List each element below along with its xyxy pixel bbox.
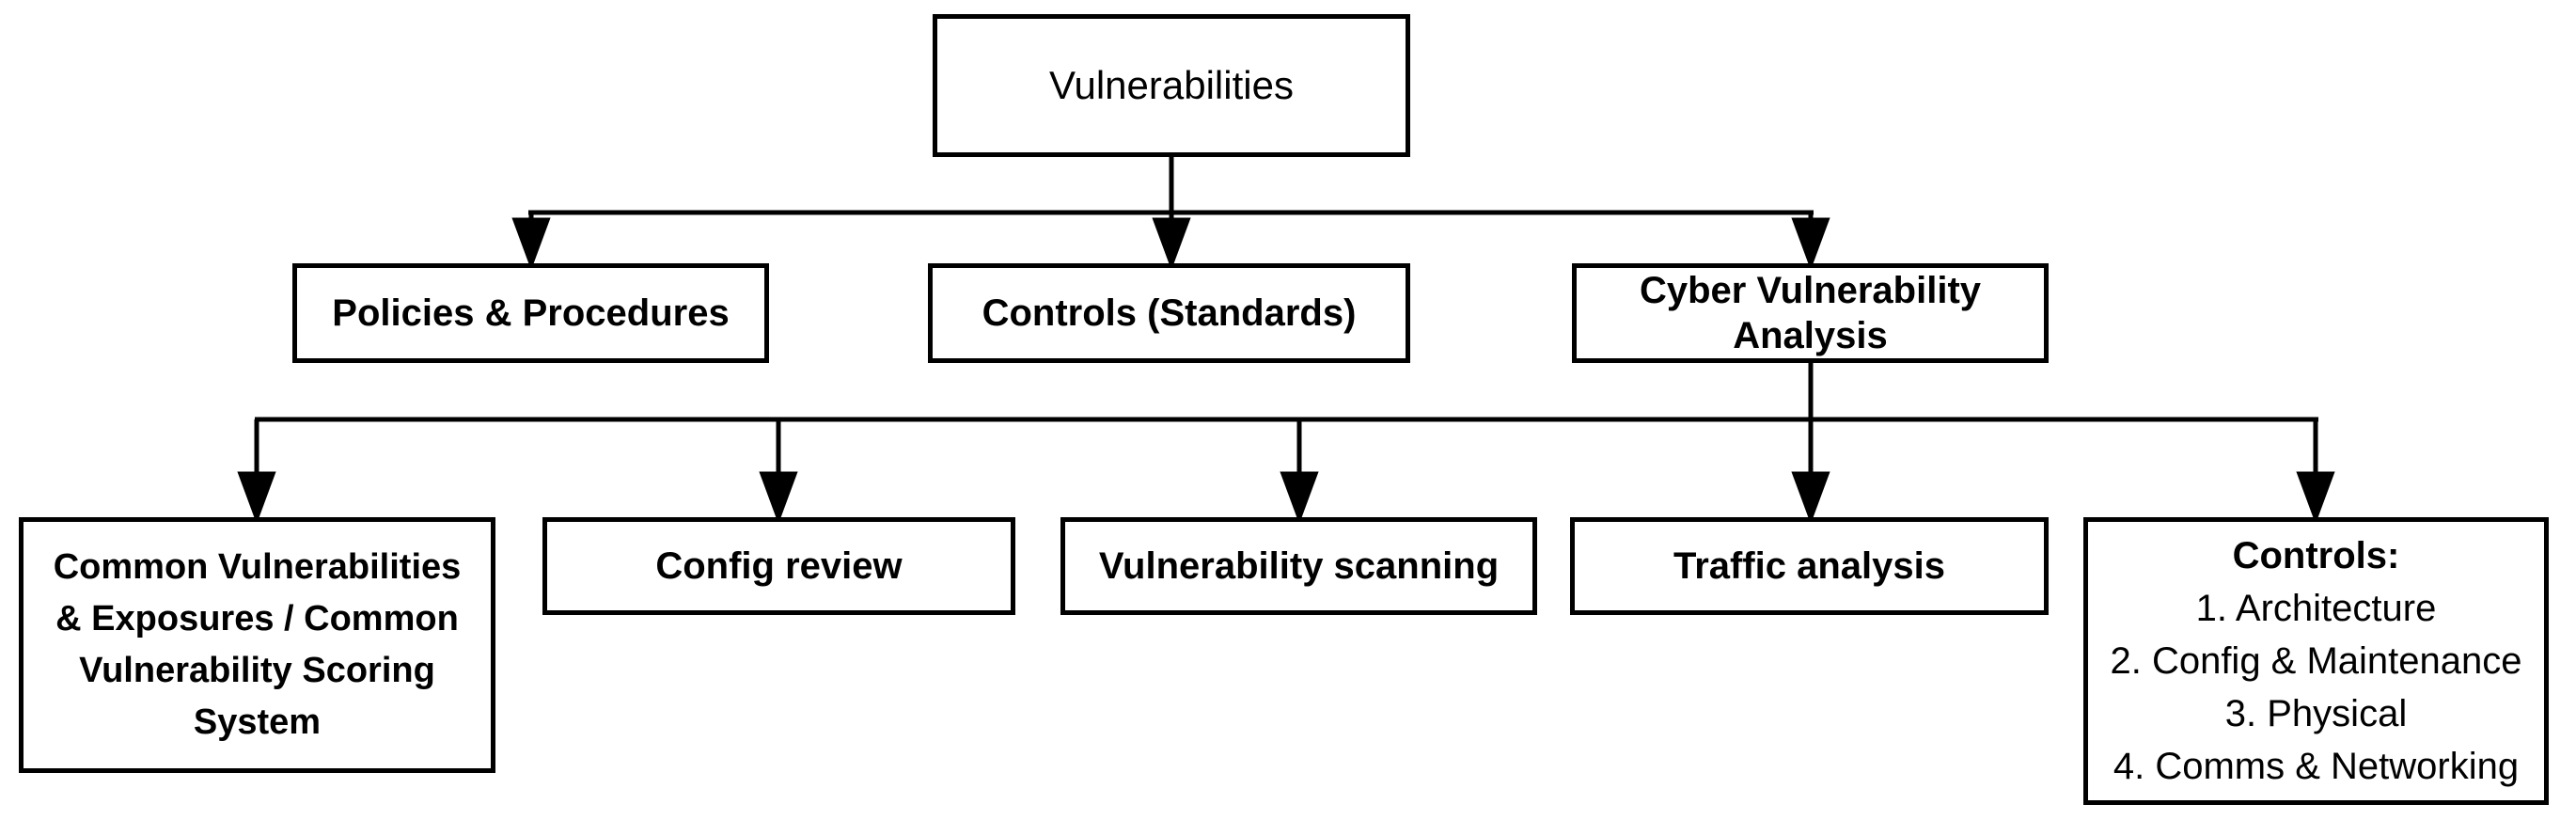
node-controls-standards-label: Controls (Standards) [982, 292, 1357, 334]
node-config-review-label: Config review [655, 545, 903, 587]
arrowhead-traffic [1791, 471, 1830, 525]
node-controls-list-title: Controls: [2232, 535, 2400, 576]
arrowhead-cve [237, 471, 276, 525]
node-policies-procedures: Policies & Procedures [292, 263, 769, 363]
arrowhead-policies [511, 217, 551, 271]
node-traffic-analysis: Traffic analysis [1570, 517, 2049, 615]
controls-item-comms-networking: 4. Comms & Networking [2113, 746, 2520, 787]
arrowhead-controls [2296, 471, 2335, 525]
controls-item-config-maintenance: 2. Config & Maintenance [2110, 640, 2522, 682]
controls-item-physical: 3. Physical [2224, 693, 2408, 734]
arrowhead-scanning [1280, 471, 1319, 525]
node-controls-standards: Controls (Standards) [928, 263, 1410, 363]
arrowhead-config [759, 471, 798, 525]
node-policies-procedures-label: Policies & Procedures [332, 292, 730, 334]
node-vulnerability-scanning: Vulnerability scanning [1060, 517, 1537, 615]
node-vulnerabilities-label: Vulnerabilities [1049, 62, 1294, 107]
arrowhead-cyber [1791, 217, 1830, 271]
node-cyber-vulnerability-analysis-label: Cyber Vulnerability Analysis [1639, 270, 1982, 356]
arrowhead-standards [1152, 217, 1191, 271]
node-vulnerabilities: Vulnerabilities [933, 14, 1410, 157]
node-vulnerability-scanning-label: Vulnerability scanning [1098, 545, 1500, 587]
node-config-review: Config review [542, 517, 1015, 615]
node-cyber-vulnerability-analysis: Cyber Vulnerability Analysis [1572, 263, 2049, 363]
node-cve-cvss-label: Common Vulnerabilities & Exposures / Com… [53, 546, 462, 743]
controls-item-architecture: 1. Architecture [2195, 588, 2437, 629]
node-traffic-analysis-label: Traffic analysis [1673, 545, 1946, 587]
node-cve-cvss: Common Vulnerabilities & Exposures / Com… [19, 517, 495, 773]
node-controls-list: Controls: 1. Architecture 2. Config & Ma… [2083, 517, 2549, 805]
